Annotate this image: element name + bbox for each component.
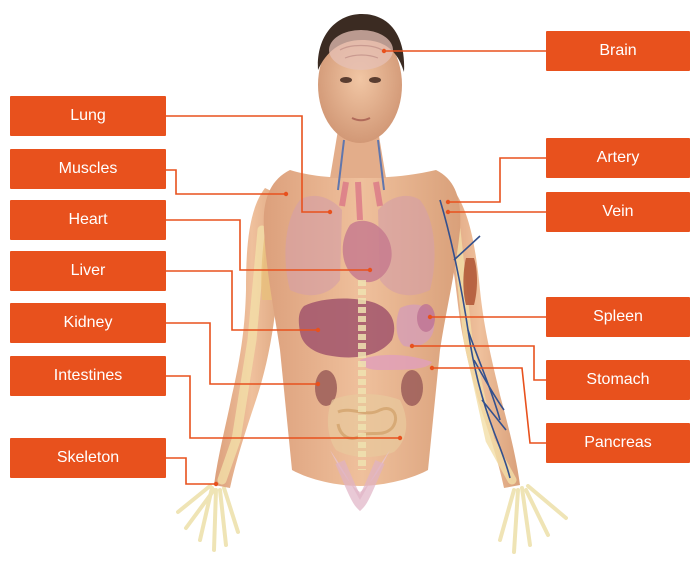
- liver: [299, 299, 394, 358]
- kidney-right: [401, 370, 423, 406]
- label-muscles: Muscles: [10, 149, 166, 189]
- left-hand-bones: [178, 486, 238, 550]
- label-spleen: Spleen: [546, 297, 690, 337]
- label-kidney: Kidney: [10, 303, 166, 343]
- label-vein: Vein: [546, 192, 690, 232]
- label-brain: Brain: [546, 31, 690, 71]
- label-liver: Liver: [10, 251, 166, 291]
- label-heart: Heart: [10, 200, 166, 240]
- spleen: [417, 304, 435, 332]
- leader-artery: [448, 158, 546, 202]
- label-pancreas: Pancreas: [546, 423, 690, 463]
- label-intestines: Intestines: [10, 356, 166, 396]
- leader-skeleton: [166, 458, 216, 484]
- label-stomach: Stomach: [546, 360, 690, 400]
- label-artery: Artery: [546, 138, 690, 178]
- label-lung: Lung: [10, 96, 166, 136]
- right-hand-bones: [500, 486, 566, 552]
- label-skeleton: Skeleton: [10, 438, 166, 478]
